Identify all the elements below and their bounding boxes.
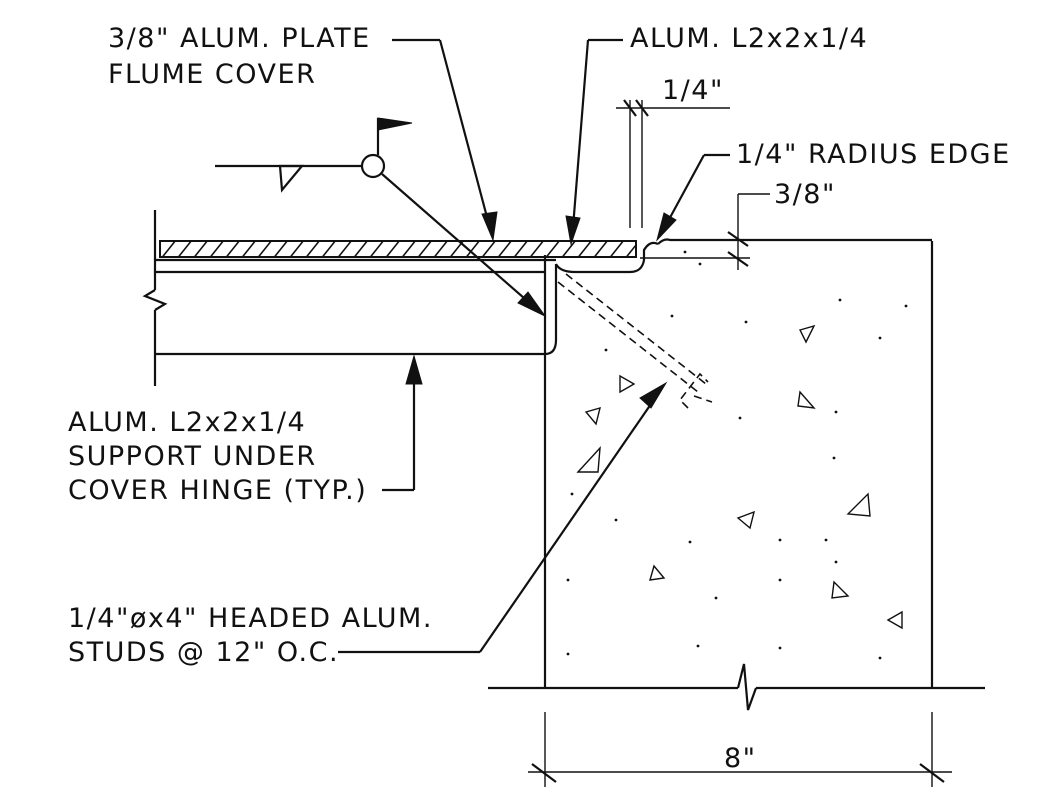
concrete-wall: [488, 238, 985, 711]
flag-icon: [377, 117, 413, 131]
leader-top-angle: [565, 38, 623, 246]
dim-gap: [616, 99, 730, 228]
label-top-angle: ALUM. L2x2x1/4: [630, 23, 869, 54]
leader-support-angle: [382, 354, 423, 492]
label-wall-width-dim: 8": [724, 743, 757, 774]
label-cover-plate-line2: FLUME COVER: [108, 59, 317, 90]
label-support-angle-line3: COVER HINGE (TYP.): [68, 475, 368, 506]
label-radius-edge: 1/4" RADIUS EDGE: [736, 139, 1011, 170]
label-support-angle-line1: ALUM. L2x2x1/4: [68, 407, 307, 438]
label-cover-plate-line1: 3/8" ALUM. PLATE: [108, 23, 371, 54]
leader-studs: [338, 381, 668, 654]
label-studs-line1: 1/4"øx4" HEADED ALUM.: [68, 603, 433, 634]
leader-cover-plate: [392, 38, 498, 242]
label-studs-line2: STUDS @ 12" O.C.: [68, 637, 340, 668]
aggregate-marks: [576, 324, 903, 630]
label-support-angle-line2: SUPPORT UNDER: [68, 441, 317, 472]
leader-radius-edge: [656, 153, 730, 242]
headed-stud: [557, 273, 713, 409]
dim-wall-width: [528, 712, 952, 787]
dim-plate-thickness: [640, 193, 770, 270]
cover-plate: [159, 240, 637, 258]
cover-span: [142, 210, 168, 386]
aggregate-dots: [566, 250, 908, 660]
support-angle: [155, 241, 659, 356]
label-plate-thickness-dim: 3/8": [774, 179, 836, 210]
label-gap-dim: 1/4": [662, 75, 724, 106]
